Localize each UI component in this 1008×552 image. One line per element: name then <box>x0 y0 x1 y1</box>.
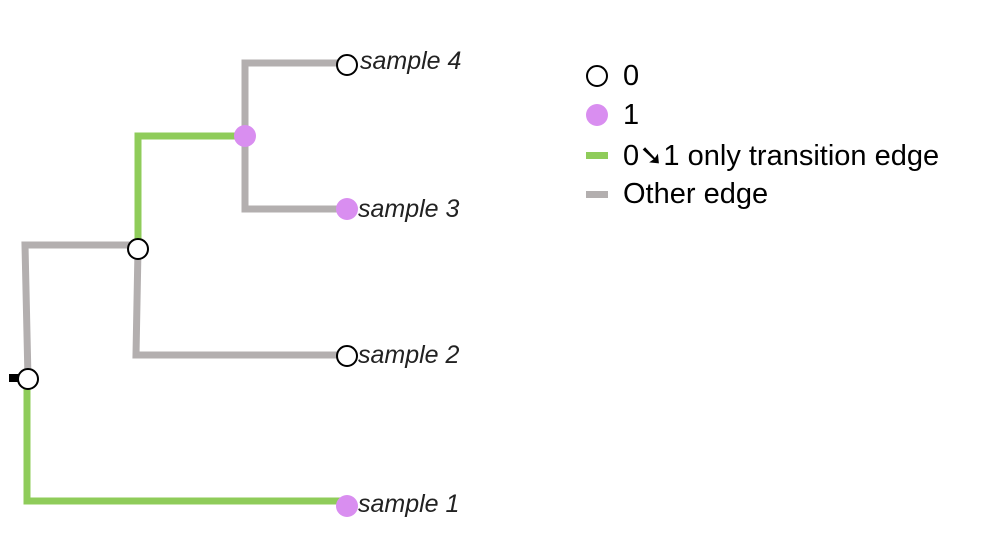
tip-node-sample-1 <box>336 495 358 517</box>
node-n_upper <box>127 238 149 260</box>
legend-other-edge-swatch <box>586 191 608 198</box>
edge-n_top-s4 <box>241 59 346 136</box>
legend: 0 1 0➘1 only transition edge Other edge <box>586 60 939 210</box>
tip-node-sample-4 <box>336 54 358 76</box>
legend-state-0-label: 0 <box>623 60 639 92</box>
legend-state-1-label: 1 <box>623 99 639 131</box>
legend-other-edge-label: Other edge <box>623 178 768 210</box>
legend-transition-edge-swatch <box>586 152 608 159</box>
tip-node-sample-3 <box>336 198 358 220</box>
edge-n_upper-n_top <box>134 132 245 249</box>
transition-edges <box>23 132 346 505</box>
edge-root-n_upper <box>21 241 138 380</box>
legend-state-0-marker <box>586 65 608 87</box>
edge-root-s1 <box>23 379 346 505</box>
edge-n_upper-s2 <box>132 248 346 359</box>
tip-label-sample-1: sample 1 <box>358 490 459 518</box>
root-stub <box>9 374 21 382</box>
node-root <box>17 368 39 390</box>
legend-transition-edge-label: 0➘1 only transition edge <box>623 140 939 172</box>
tip-node-sample-2 <box>336 345 358 367</box>
tip-label-sample-2: sample 2 <box>358 341 460 369</box>
node-n_top <box>234 125 256 147</box>
tip-label-sample-4: sample 4 <box>360 47 461 75</box>
tip-label-sample-3: sample 3 <box>358 195 460 223</box>
edge-n_top-s3 <box>241 136 346 213</box>
other-edges <box>21 59 346 380</box>
legend-state-1-marker <box>586 104 608 126</box>
